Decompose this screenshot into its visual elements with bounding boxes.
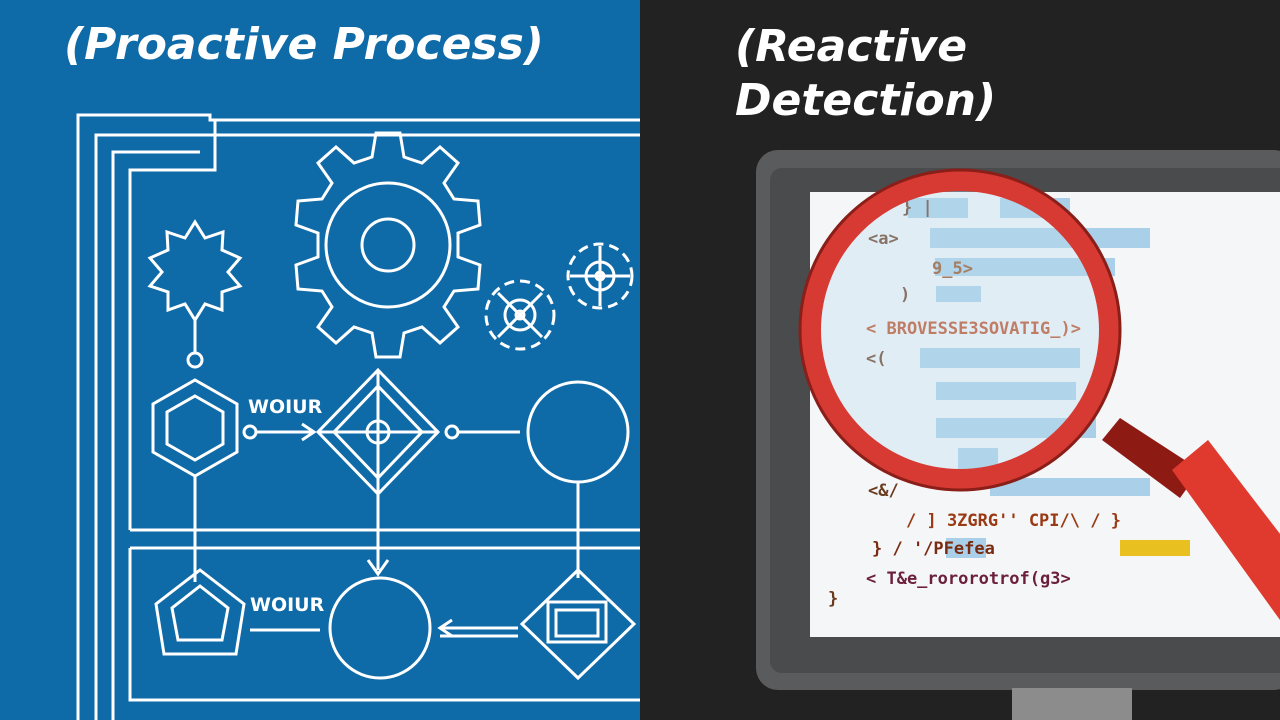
reactive-title: (Reactive Detection) (735, 21, 997, 126)
code-line: ) (900, 285, 910, 305)
small-gear-icon-2 (484, 279, 556, 351)
pentagon-node-icon (154, 568, 246, 656)
frame-line-4 (128, 120, 217, 530)
arrow-head (437, 618, 453, 638)
code-line: / ] 3ZGRG'' CPI/\ / } (906, 511, 1121, 531)
code-line: < BROVESSE3SOVATIG_)> (866, 319, 1081, 339)
circle-node-icon (526, 380, 630, 484)
reactive-panel: (Reactive Detection) } ∣ <a> 9_5> ) (640, 0, 1280, 720)
frame-line-3 (111, 150, 200, 720)
monitor-illustration: } ∣ <a> 9_5> ) < BROVESSE3SOVATIG_)> <( … (756, 150, 1280, 720)
diamond-decision-icon (315, 367, 441, 497)
process-flow-diagram: WOIUR WOIUR (76, 113, 640, 720)
code-line: <( (866, 349, 886, 369)
connector-node (186, 351, 204, 369)
frame-line-bottom (128, 548, 640, 702)
circle-node-icon (328, 576, 432, 680)
proactive-title: (Proactive Process) (64, 19, 544, 70)
gear-icon (294, 131, 482, 359)
flow-label-bottom: WOIUR (250, 594, 325, 616)
proactive-panel: (Proactive Process) (0, 0, 640, 720)
magnifying-glass-icon (798, 168, 1280, 620)
small-gear-icon (566, 242, 634, 310)
code-line: <&/ (868, 481, 899, 501)
code-line: < T&e_rororotrof(g3> (866, 569, 1071, 589)
hexagon-node-icon (151, 378, 239, 478)
arrow-head (301, 422, 317, 442)
code-line: } (828, 589, 838, 609)
starburst-icon (147, 219, 243, 323)
frame-line-2 (94, 133, 640, 720)
code-line: <a> (868, 229, 899, 249)
connector-node (444, 424, 460, 440)
code-line: } / '/PFefea (872, 539, 995, 559)
frame-line-outer (76, 113, 640, 720)
flow-label-top: WOIUR (248, 396, 323, 418)
code-line: 9_5> (932, 259, 973, 279)
monitor-stand (1012, 688, 1132, 720)
code-line: } ∣ (902, 198, 933, 218)
magnifier-grip (1172, 440, 1280, 620)
magnifier-handle (1102, 418, 1200, 498)
connector-node (242, 424, 258, 440)
arrow-head (366, 559, 390, 577)
monitor-node-icon (519, 567, 637, 681)
